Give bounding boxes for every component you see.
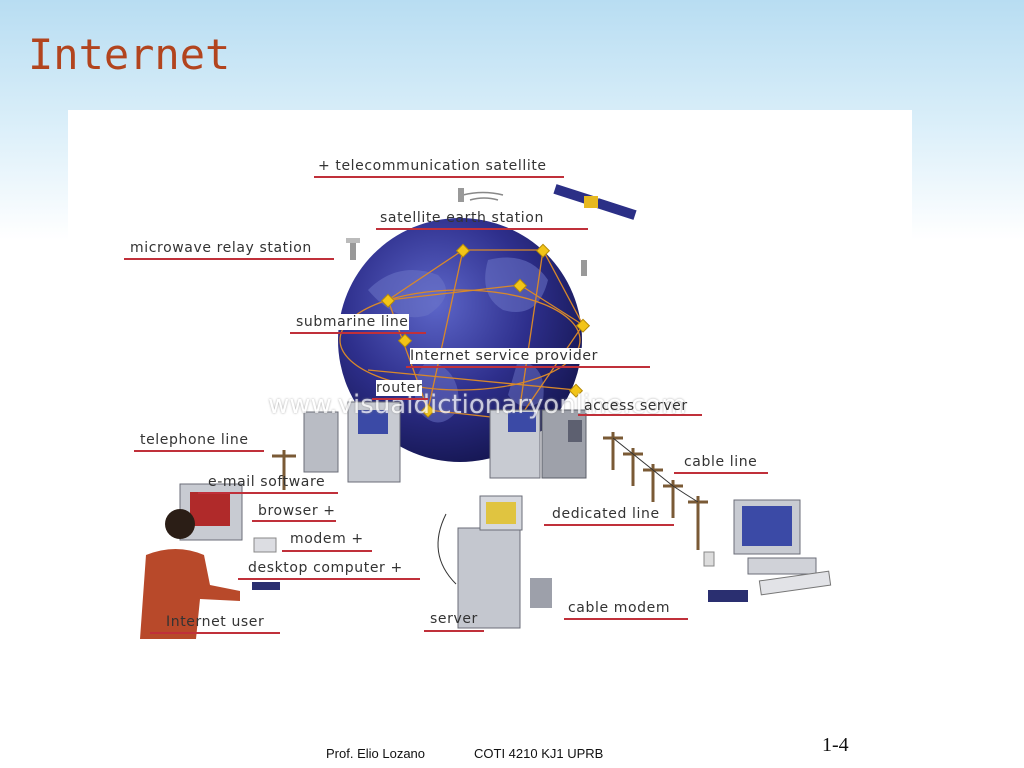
label-cable-modem: cable modem [568, 600, 671, 616]
label-submarine-line: submarine line [296, 314, 409, 330]
leader-line [314, 176, 564, 178]
leader-line [252, 520, 336, 522]
leader-line [150, 632, 280, 634]
leader-line [564, 618, 688, 620]
page-number: 1-4 [822, 734, 849, 756]
label-browser: browser + [258, 503, 336, 519]
label-router: router [376, 380, 423, 396]
leader-line [674, 472, 768, 474]
cable-computer-illustration [703, 499, 832, 602]
footer-author: Prof. Elio Lozano [326, 746, 426, 761]
leader-line [544, 524, 674, 526]
isp-servers-illustration [303, 401, 587, 483]
leader-line [406, 366, 650, 368]
label-telecommunication-satellite: + telecommunication satellite [318, 158, 547, 174]
diagram-illustration [140, 184, 832, 639]
label-modem: modem + [290, 531, 364, 547]
label-microwave-relay-station: microwave relay station [130, 240, 312, 256]
leader-line [198, 492, 338, 494]
leader-line [282, 550, 372, 552]
leader-line [424, 630, 484, 632]
slide-title: Internet [28, 30, 231, 79]
label-cable-line: cable line [684, 454, 758, 470]
leader-line [376, 228, 588, 230]
leader-line [372, 398, 428, 400]
label-internet-service-provider: Internet service provider [410, 348, 598, 364]
label-desktop-computer: desktop computer + [248, 560, 403, 576]
label-server: server [430, 611, 478, 627]
label-email-software: e-mail software [208, 474, 326, 490]
label-dedicated-line: dedicated line [552, 506, 660, 522]
label-internet-user: Internet user [166, 614, 265, 630]
leader-line [134, 450, 264, 452]
label-satellite-earth-station: satellite earth station [380, 210, 544, 226]
satellite-illustration [458, 184, 637, 220]
leader-line [238, 578, 420, 580]
label-telephone-line: telephone line [140, 432, 249, 448]
telephone-pole-illustration [272, 450, 296, 490]
leader-line [290, 332, 426, 334]
footer-course: COTI 4210 KJ1 UPRB [474, 746, 604, 761]
leader-line [578, 414, 702, 416]
internet-diagram: www.visualdictionaryonline.com + telecom… [68, 110, 912, 670]
user-workstation-illustration [140, 483, 280, 639]
label-access-server: access server [584, 398, 688, 414]
leader-line [124, 258, 334, 260]
cable-poles-illustration [603, 432, 708, 550]
globe-illustration [338, 218, 591, 462]
server-computer-illustration [457, 495, 552, 629]
ground-stations-illustration [346, 238, 587, 276]
